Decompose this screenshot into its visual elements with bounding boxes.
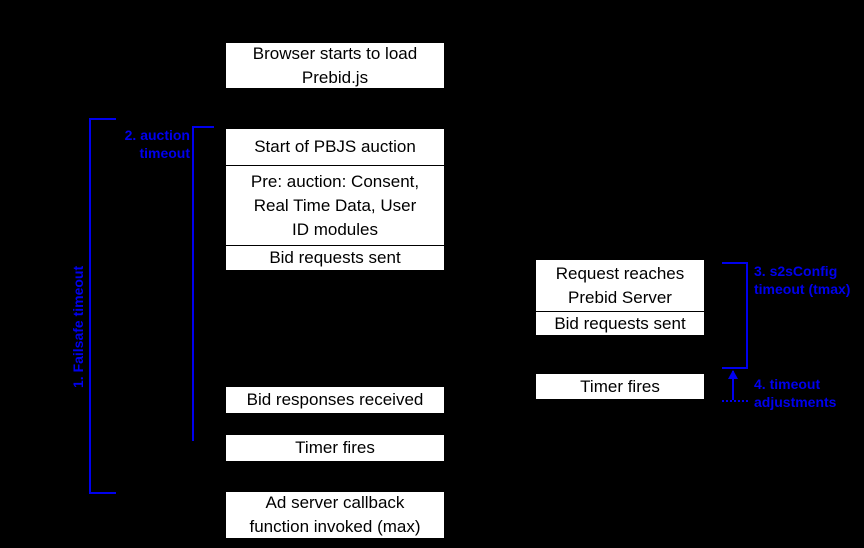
adjustments-up-arrow (728, 370, 738, 400)
adjustments-dotted-baseline (722, 400, 748, 402)
annotation-failsafe-timeout-label: 1. Failsafe timeout (70, 265, 86, 388)
failsafe-bracket-tick-top (89, 118, 116, 120)
box-bid-responses-received: Bid responses received (225, 386, 445, 414)
client-stack: Start of PBJS auction Pre: auction: Cons… (225, 128, 445, 271)
box-browser-starts-load-prebid: Browser starts to load Prebid.js (225, 42, 445, 89)
box-pre-auction-modules: Pre: auction: Consent, Real Time Data, U… (226, 166, 444, 246)
s2sconfig-bracket-vertical (746, 262, 748, 369)
s2sconfig-bracket-tick-top (722, 262, 748, 264)
box-bid-requests-sent-server: Bid requests sent (536, 312, 704, 335)
box-ad-server-callback: Ad server callback function invoked (max… (225, 491, 445, 539)
annotation-s2sconfig-timeout-label: 3. s2sConfig timeout (tmax) (754, 263, 851, 297)
box-timer-fires-client: Timer fires (225, 434, 445, 462)
auction-bracket-vertical (192, 126, 194, 441)
box-timer-fires-server: Timer fires (535, 373, 705, 400)
annotation-auction-timeout-label: 2. auction timeout (124, 127, 190, 161)
box-request-reaches-prebid-server: Request reaches Prebid Server (536, 260, 704, 312)
box-bid-requests-sent-client: Bid requests sent (226, 246, 444, 270)
failsafe-bracket-vertical (89, 118, 91, 494)
server-stack: Request reaches Prebid Server Bid reques… (535, 259, 705, 336)
s2sconfig-bracket-tick-bottom (722, 367, 748, 369)
auction-bracket-tick-top (192, 126, 214, 128)
annotation-timeout-adjustments-label: 4. timeout adjustments (754, 376, 837, 410)
box-start-of-pbjs-auction: Start of PBJS auction (226, 129, 444, 166)
failsafe-bracket-tick-bottom (89, 492, 116, 494)
